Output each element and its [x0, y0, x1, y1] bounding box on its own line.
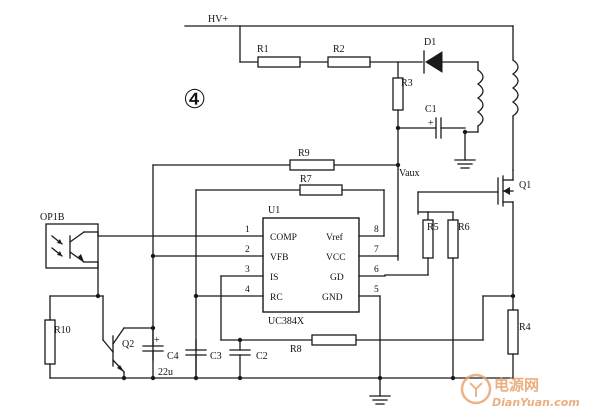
svg-text:5: 5	[374, 285, 379, 295]
pin-comp: COMP	[270, 233, 297, 243]
pin-vref: Vref	[326, 232, 344, 243]
svg-text:7: 7	[374, 245, 379, 255]
r3-c1-network	[392, 61, 468, 261]
label-op1b: OP1B	[40, 212, 65, 223]
label-r7: R7	[300, 174, 312, 185]
resistor-r4-branch	[482, 293, 519, 379]
label-q1: Q1	[519, 180, 531, 191]
watermark-url: DianYuan.com	[492, 396, 580, 409]
label-r10: R10	[54, 325, 71, 336]
resistor-chain-r1-r2	[239, 56, 423, 68]
label-r6: R6	[458, 222, 470, 233]
hv-rail	[184, 25, 514, 63]
label-d1: D1	[424, 37, 436, 48]
label-c3: C3	[210, 351, 222, 362]
net-hv-label: HV+	[208, 14, 228, 25]
resistor-r10-branch	[44, 293, 101, 379]
label-c4-value: 22u	[158, 367, 173, 378]
label-r4: R4	[519, 322, 531, 333]
label-r9: R9	[298, 148, 310, 159]
pin-is: IS	[270, 273, 278, 283]
capacitor-c3	[185, 339, 207, 379]
watermark-cn: 电源网	[494, 376, 539, 394]
label-r2: R2	[333, 44, 345, 55]
label-r8: R8	[290, 344, 302, 355]
resistor-r2	[327, 56, 371, 68]
ic-u1: 1 2 3 4 8 7 6 5	[97, 217, 399, 313]
label-c1: C1	[425, 104, 437, 115]
figure-marker: ④	[183, 85, 206, 115]
label-c4: C4	[167, 351, 179, 362]
c4-polarity: +	[154, 335, 160, 346]
pin-rc: RC	[270, 293, 283, 303]
c1-polarity: +	[428, 118, 434, 129]
label-r3: R3	[401, 78, 413, 89]
aux-winding	[464, 61, 484, 161]
label-c2: C2	[256, 351, 268, 362]
resistor-r9	[289, 159, 335, 171]
resistor-r8	[311, 334, 357, 346]
svg-text:8: 8	[374, 225, 379, 235]
optocoupler-op1b	[45, 223, 104, 341]
main-winding	[511, 59, 519, 171]
label-q2: Q2	[122, 339, 134, 350]
pin-vcc: VCC	[326, 253, 346, 263]
ic-name: U1	[268, 205, 280, 216]
pin-vfb: VFB	[270, 253, 288, 263]
svg-text:4: 4	[245, 285, 250, 295]
ground-rail	[49, 295, 514, 405]
resistor-r1	[257, 56, 301, 68]
pin-gd: GD	[330, 273, 344, 283]
mosfet-q1	[417, 169, 514, 297]
svg-text:1: 1	[245, 225, 250, 235]
svg-text:6: 6	[374, 265, 379, 275]
capacitor-c2	[229, 337, 251, 379]
transistor-q2	[102, 325, 156, 379]
label-r1: R1	[257, 44, 269, 55]
svg-text:3: 3	[245, 265, 250, 275]
resistor-r7	[299, 184, 343, 196]
ground-symbol-top	[454, 159, 476, 169]
pin-gnd: GND	[322, 293, 343, 303]
svg-text:2: 2	[245, 245, 250, 255]
watermark	[460, 373, 492, 405]
capacitor-c4	[142, 327, 164, 379]
r5-r6-network	[384, 191, 459, 379]
resistor-r6	[447, 219, 459, 259]
label-r5: R5	[427, 222, 439, 233]
ic-part: UC384X	[268, 316, 305, 327]
net-vaux-label: Vaux	[399, 168, 420, 179]
resistor-r8-branch	[220, 275, 484, 346]
diode-d1	[423, 50, 479, 74]
resistor-r4	[507, 309, 519, 355]
